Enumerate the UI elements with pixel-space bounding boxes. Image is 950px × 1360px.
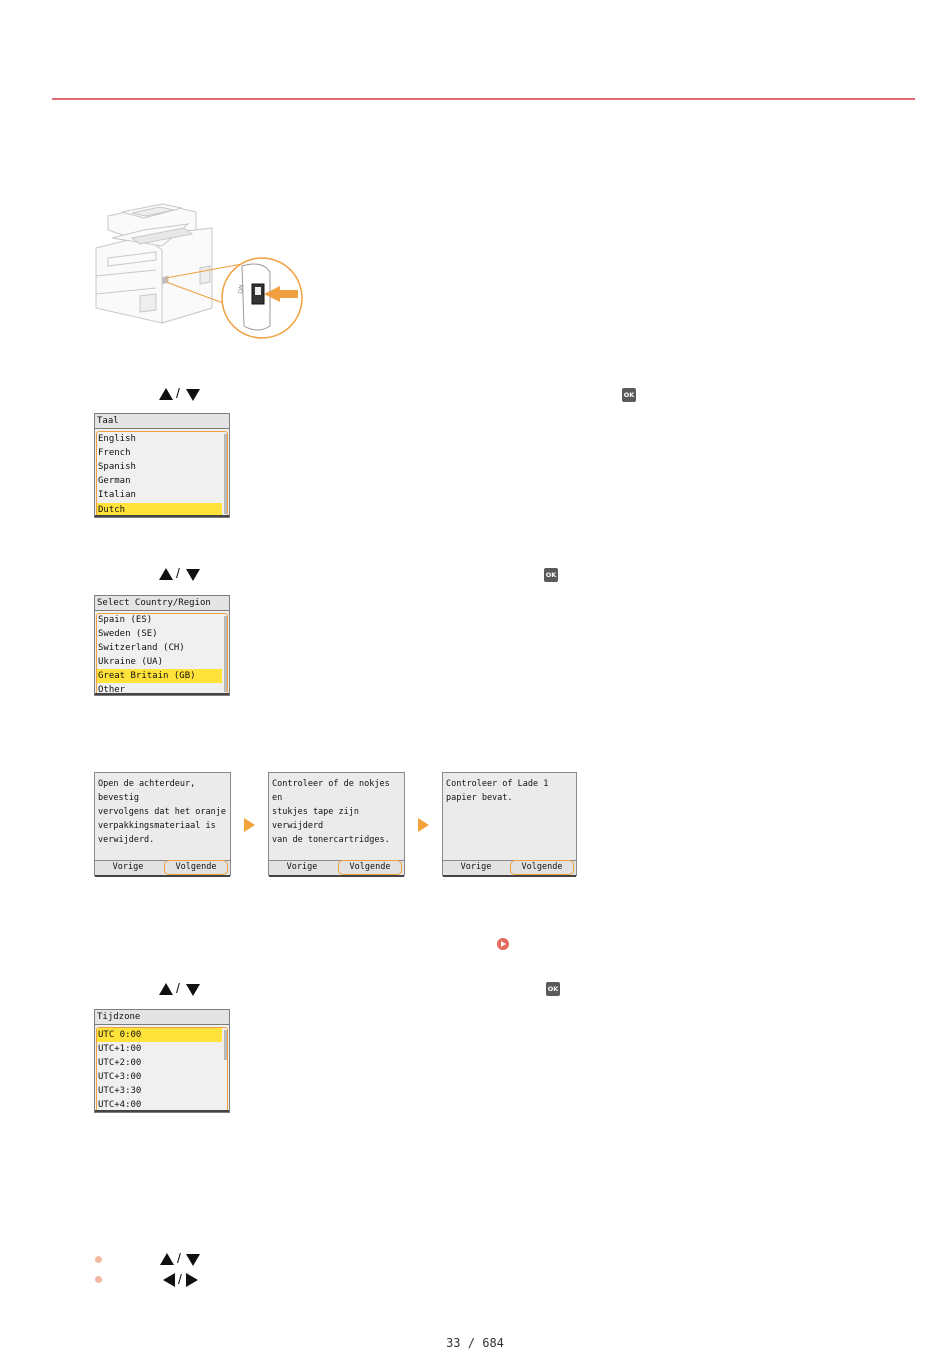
softkey-bar: Vorige Volgende [95,860,230,875]
down-arrow-key-icon [186,984,200,996]
next-button[interactable]: Volgende [164,860,228,875]
ok-key-icon: OK [544,568,558,582]
screen-message: Open de achterdeur, bevestig vervolgens … [98,779,226,845]
previous-button[interactable]: Vorige [286,862,318,872]
list-item-selected[interactable]: UTC 0:00 [97,1028,222,1042]
message-screen-2: Controleer of de nokjes en stukjes tape … [268,772,405,877]
up-arrow-key-icon [159,388,173,400]
note-bullet [95,1256,102,1263]
list-item[interactable]: Switzerland (CH) [98,643,185,653]
screen-bottom-edge [95,693,229,695]
previous-button[interactable]: Vorige [460,862,492,872]
message-screen-3: Controleer of Lade 1 papier bevat. Vorig… [442,772,577,877]
printer-power-switch-illustration: ON [95,203,303,339]
slash-separator: / [176,565,180,581]
list-item[interactable]: Spain (ES) [98,615,153,625]
previous-button[interactable]: Vorige [112,862,144,872]
screen-message: Controleer of de nokjes en stukjes tape … [272,779,390,845]
screen-message: Controleer of Lade 1 papier bevat. [446,779,549,803]
country-screen: Select Country/Region Spain (ES) Sweden … [94,595,230,696]
screen-title: Select Country/Region [95,596,229,611]
screen-bottom-edge [95,875,230,877]
page-current: 33 [446,1336,461,1350]
screen-bottom-edge [269,875,404,877]
list-item[interactable]: French [98,448,131,458]
softkey-bar: Vorige Volgende [443,860,576,875]
list-item-selected[interactable]: Dutch [97,503,222,517]
message-screen-1: Open de achterdeur, bevestig vervolgens … [94,772,231,877]
list-item-selected[interactable]: Great Britain (GB) [97,669,222,683]
list-item[interactable]: Italian [98,490,136,500]
down-arrow-key-icon [186,569,200,581]
list-item[interactable]: Ukraine (UA) [98,657,164,667]
screen-bottom-edge [95,515,229,517]
list-item[interactable]: UTC+2:00 [98,1058,142,1068]
up-arrow-key-icon [159,568,173,580]
page-number: 33 / 684 [0,1336,950,1350]
page-total: 684 [482,1336,504,1350]
scrollbar[interactable] [224,616,227,692]
right-arrow-key-icon [186,1273,198,1287]
softkey-bar: Vorige Volgende [269,860,404,875]
timezone-screen: Tijdzone UTC 0:00 UTC+1:00 UTC+2:00 UTC+… [94,1009,230,1113]
list-item[interactable]: Sweden (SE) [98,629,158,639]
list-item[interactable]: English [98,434,136,444]
next-screen-arrow-icon [418,818,429,832]
up-arrow-key-icon [160,1253,174,1265]
screen-title: Taal [95,414,229,429]
slash-separator: / [178,1271,182,1287]
svg-text:ON: ON [237,284,245,294]
language-screen: Taal English French Spanish German Itali… [94,413,230,518]
page-separator: / [467,1336,475,1350]
header-rule [52,98,915,100]
list-item[interactable]: UTC+3:00 [98,1072,142,1082]
ok-key-icon: OK [622,388,636,402]
up-arrow-key-icon [159,983,173,995]
list-item[interactable]: UTC+3:30 [98,1086,142,1096]
list-item[interactable]: German [98,476,131,486]
down-arrow-key-icon [186,389,200,401]
screen-title: Tijdzone [95,1010,229,1025]
down-arrow-key-icon [186,1254,200,1266]
slash-separator: / [176,980,180,996]
list-item[interactable]: Other [98,685,126,695]
left-arrow-key-icon [163,1273,175,1287]
ok-key-icon: OK [546,982,560,996]
list-item[interactable]: Spanish [98,462,136,472]
next-button[interactable]: Volgende [510,860,574,875]
slash-separator: / [177,1250,181,1266]
next-screen-arrow-icon [244,818,255,832]
note-bullet [95,1276,102,1283]
slash-separator: / [176,385,180,401]
link-arrow-icon[interactable] [497,938,509,950]
list-item[interactable]: UTC+1:00 [98,1044,142,1054]
next-button[interactable]: Volgende [338,860,402,875]
scrollbar[interactable] [224,434,227,514]
scrollbar[interactable] [224,1030,227,1060]
screen-bottom-edge [95,1110,229,1112]
list-item[interactable]: UTC+4:00 [98,1100,142,1110]
screen-bottom-edge [443,875,576,877]
